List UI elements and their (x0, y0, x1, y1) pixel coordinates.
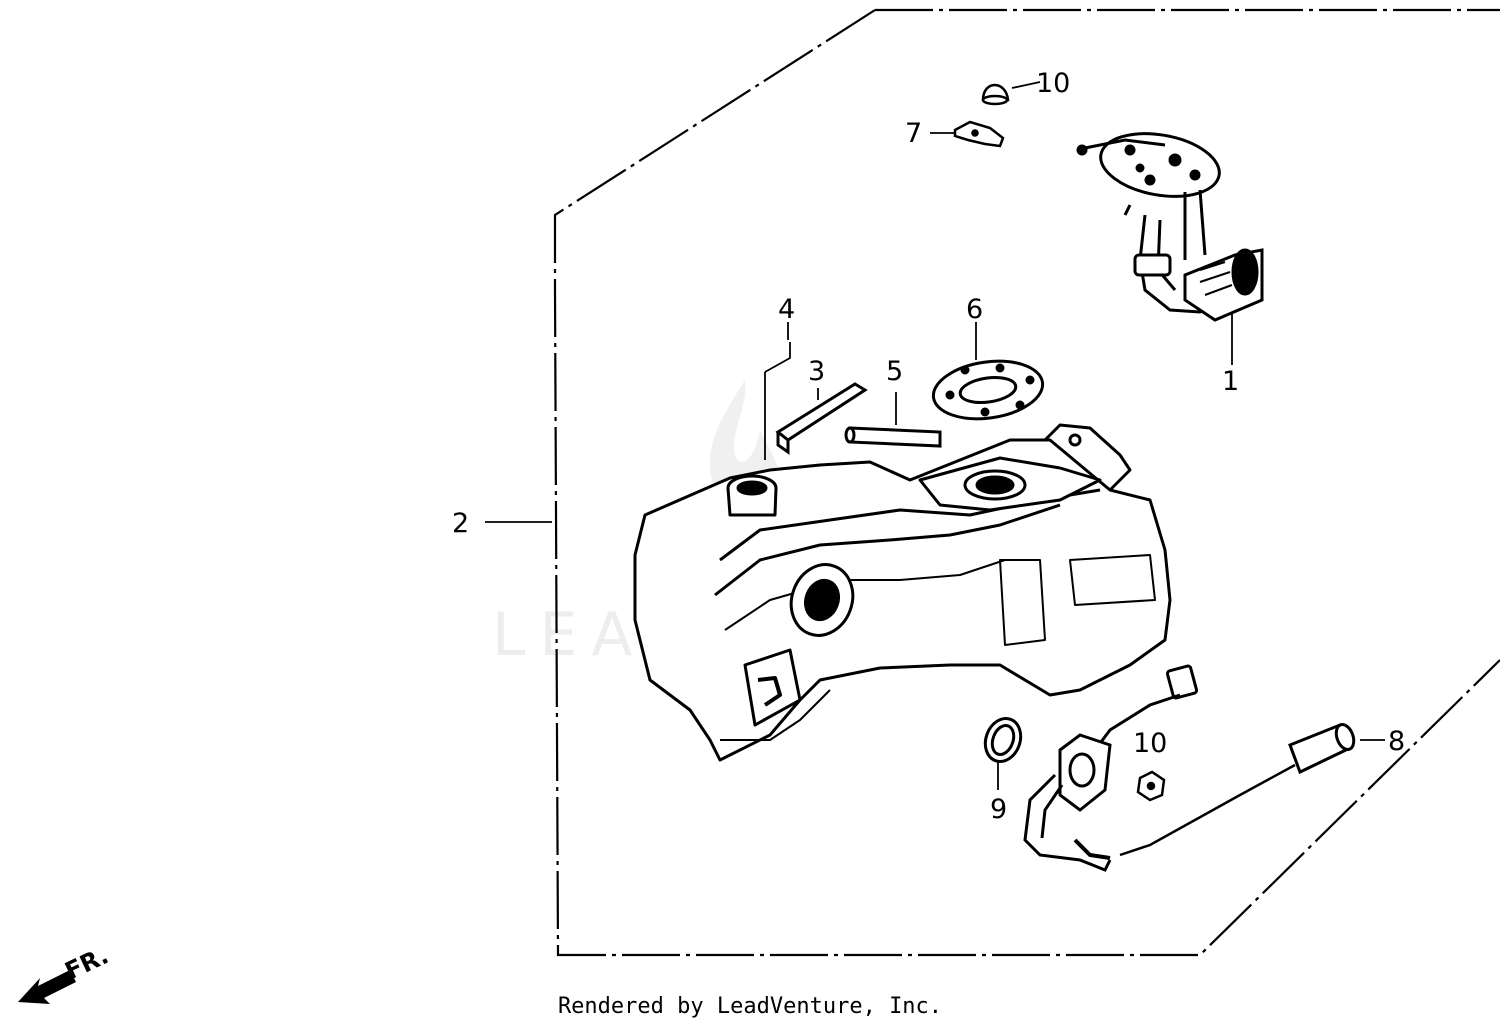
part-10-grommet-top (981, 83, 1010, 106)
part-7-gasket (953, 120, 1005, 148)
part-5-tube (844, 426, 942, 448)
front-direction-arrow-icon (18, 970, 76, 1004)
callout-numbers: 1 2 3 4 5 6 7 8 9 10 10 (452, 68, 1405, 825)
part-9-o-ring (983, 717, 1023, 763)
part-1-fuel-pump (1076, 132, 1264, 322)
part-6-ring-gasket (931, 359, 1045, 421)
callout-4: 4 (778, 294, 795, 325)
part-10-nut-bottom (1136, 770, 1166, 802)
callout-5: 5 (886, 356, 903, 387)
callout-2: 2 (452, 508, 469, 539)
callout-9: 9 (990, 794, 1007, 825)
part-8-fuel-sender (1023, 664, 1356, 872)
callout-1: 1 (1222, 366, 1239, 397)
callout-10-bottom: 10 (1133, 728, 1167, 759)
front-direction-label: FR. (61, 941, 113, 985)
callout-7: 7 (905, 118, 922, 149)
leader-lines (485, 81, 1385, 790)
part-3-strip (775, 382, 868, 455)
callout-6: 6 (966, 294, 983, 325)
part-2-fuel-tank (633, 423, 1172, 762)
callout-3: 3 (808, 356, 825, 387)
callout-10-top: 10 (1036, 68, 1070, 99)
footer-credit: Rendered by LeadVenture, Inc. (557, 994, 943, 1019)
callout-8: 8 (1388, 726, 1405, 757)
assembly-boundary (553, 8, 1500, 957)
